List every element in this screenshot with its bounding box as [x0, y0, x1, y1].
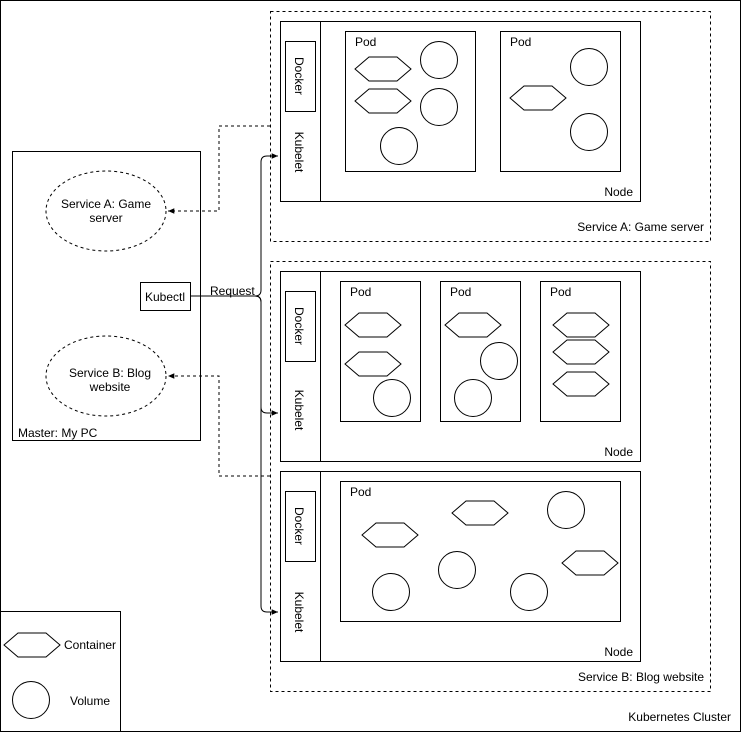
- node-label: Node: [604, 445, 633, 459]
- docker-label: Docker: [292, 57, 306, 95]
- group-service-a-label: Service A: Game server: [577, 220, 704, 234]
- pod-label: Pod: [450, 285, 471, 299]
- docker-label: Docker: [292, 507, 306, 545]
- volume-shape: [373, 379, 411, 417]
- request-label: Request: [210, 284, 255, 298]
- service-b-ellipse: [45, 335, 167, 417]
- kubelet-label: Kubelet: [292, 132, 306, 173]
- container-shape: [552, 312, 610, 338]
- cluster-label: Kubernetes Cluster: [628, 710, 731, 724]
- volume-shape: [420, 88, 458, 126]
- pod-label: Pod: [350, 285, 371, 299]
- docker-box: [285, 41, 316, 112]
- pod-label: Pod: [355, 35, 376, 49]
- container-shape: [344, 312, 402, 338]
- container-shape: [509, 85, 567, 111]
- service-a-ellipse: [45, 170, 167, 252]
- container-shape: [552, 339, 610, 365]
- kubectl-label: Kubectl: [145, 290, 185, 304]
- container-shape: [354, 56, 412, 82]
- legend-container-label: Container: [64, 638, 116, 652]
- request-edge-node-3: [190, 295, 278, 615]
- volume-shape: [510, 573, 548, 611]
- kubelet-label: Kubelet: [292, 592, 306, 633]
- pod-label: Pod: [510, 35, 531, 49]
- volume-shape: [480, 342, 518, 380]
- service-a-link: [168, 125, 270, 214]
- legend-volume-shape: [12, 681, 50, 719]
- legend-volume-label: Volume: [70, 694, 110, 708]
- container-shape: [444, 312, 502, 338]
- group-service-b: [270, 261, 711, 692]
- volume-shape: [570, 48, 608, 86]
- docker-box: [285, 491, 316, 562]
- node-label: Node: [604, 645, 633, 659]
- master-label: Master: My PC: [18, 426, 98, 440]
- request-edge-node-1: [190, 153, 278, 297]
- service-b-label-line1: Service B: Blog: [69, 366, 151, 380]
- container-shape: [561, 550, 619, 576]
- request-edges: Request: [168, 125, 278, 615]
- docker-label: Docker: [292, 307, 306, 345]
- volume-shape: [438, 551, 476, 589]
- container-shape: [354, 88, 412, 114]
- container-shape: [361, 522, 419, 548]
- kubelet-label: Kubelet: [292, 390, 306, 431]
- service-b-label-line2: website: [89, 380, 131, 394]
- volume-shape: [380, 127, 418, 165]
- kubectl-box: [140, 282, 191, 311]
- volume-shape: [372, 573, 410, 611]
- docker-box: [285, 291, 316, 362]
- legend: Container Volume: [0, 611, 121, 732]
- node-label: Node: [604, 185, 633, 199]
- service-a-label-line1: Service A: Game: [61, 197, 151, 211]
- pod-label: Pod: [550, 285, 571, 299]
- pod-label: Pod: [350, 485, 371, 499]
- node-3: Docker Kubelet Node Pod: [280, 471, 641, 662]
- node-1: Docker Kubelet Node Pod Pod: [280, 21, 641, 202]
- container-shape: [552, 371, 610, 397]
- group-service-a: [270, 11, 711, 242]
- container-shape: [344, 351, 402, 377]
- volume-shape: [547, 491, 585, 529]
- volume-shape: [420, 41, 458, 79]
- legend-container-shape: [3, 632, 61, 658]
- node-2: Docker Kubelet Node Pod Pod Pod: [280, 271, 641, 462]
- group-service-b-label: Service B: Blog website: [578, 670, 704, 684]
- volume-shape: [454, 379, 492, 417]
- service-a-label-line2: server: [89, 211, 122, 225]
- volume-shape: [570, 113, 608, 151]
- container-shape: [451, 500, 509, 526]
- service-b-link: [168, 373, 270, 477]
- master-box: Master: My PC Service A: Game server Ser…: [12, 151, 201, 441]
